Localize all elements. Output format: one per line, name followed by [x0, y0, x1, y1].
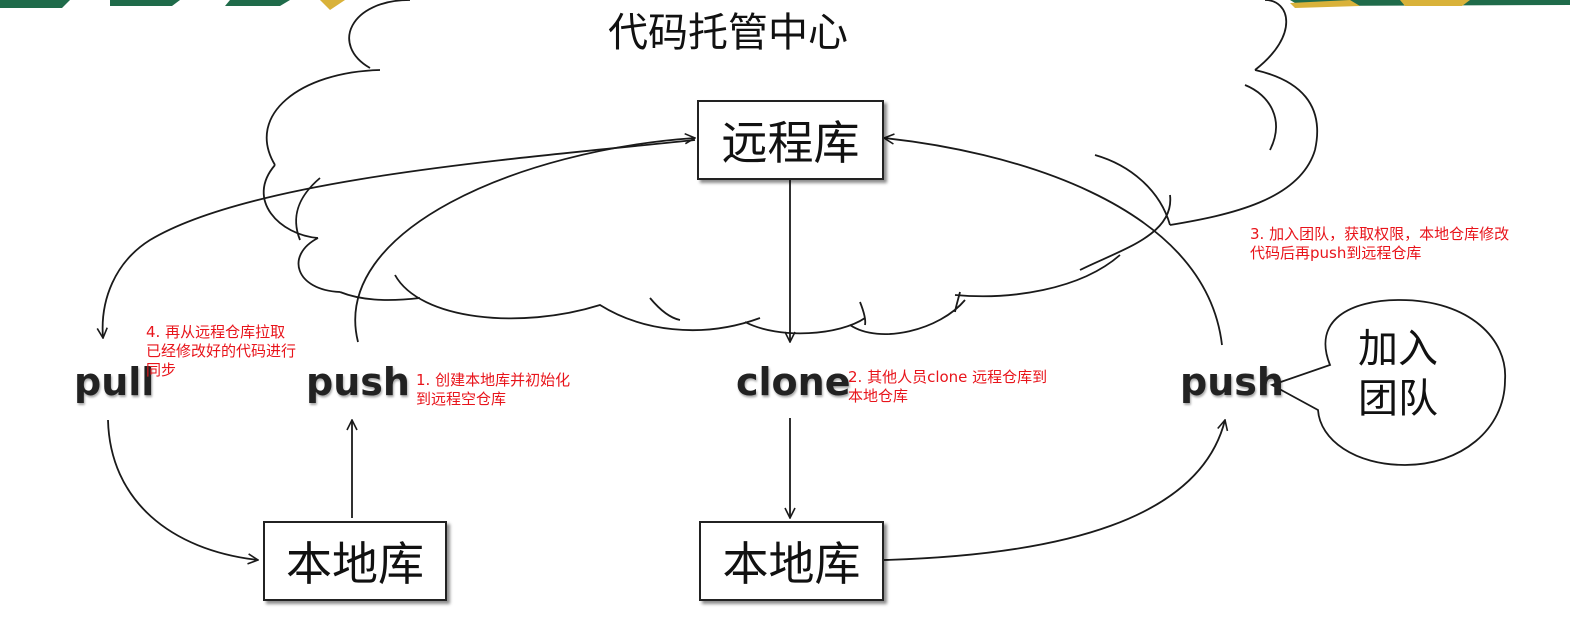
remote-repo-box: 远程库	[697, 100, 884, 180]
note-step1: 1. 创建本地库并初始化 到远程空仓库	[416, 371, 571, 408]
arrow-pull-to-local	[107, 419, 258, 560]
local-repo-left-box: 本地库	[263, 521, 447, 601]
join-team-bubble-text: 加入 团队	[1358, 326, 1438, 422]
note-step3: 3. 加入团队，获取权限，本地仓库修改 代码后再push到远程仓库	[1250, 225, 1510, 262]
local-repo-right-box: 本地库	[699, 521, 884, 601]
arrow-push-to-remote	[354, 138, 695, 343]
push-right-label: push	[1180, 360, 1284, 404]
pull-label: pull	[74, 360, 155, 404]
arrow-remote-to-pull	[103, 139, 696, 338]
banner-decoration	[0, 0, 1570, 10]
clone-label: clone	[736, 360, 851, 404]
flow-arrows	[103, 138, 1225, 560]
join-team-bubble-shape	[1269, 299, 1506, 466]
cloud-title: 代码托管中心	[608, 10, 848, 56]
code-hosting-cloud	[262, 0, 1319, 335]
arrow-push-right-to-remote	[884, 138, 1223, 346]
push-left-label: push	[306, 360, 410, 404]
note-step4: 4. 再从远程仓库拉取 已经修改好的代码进行 同步	[146, 323, 297, 379]
note-step2: 2. 其他人员clone 远程仓库到 本地仓库	[848, 368, 1048, 405]
arrow-local-to-push-right	[883, 420, 1225, 561]
